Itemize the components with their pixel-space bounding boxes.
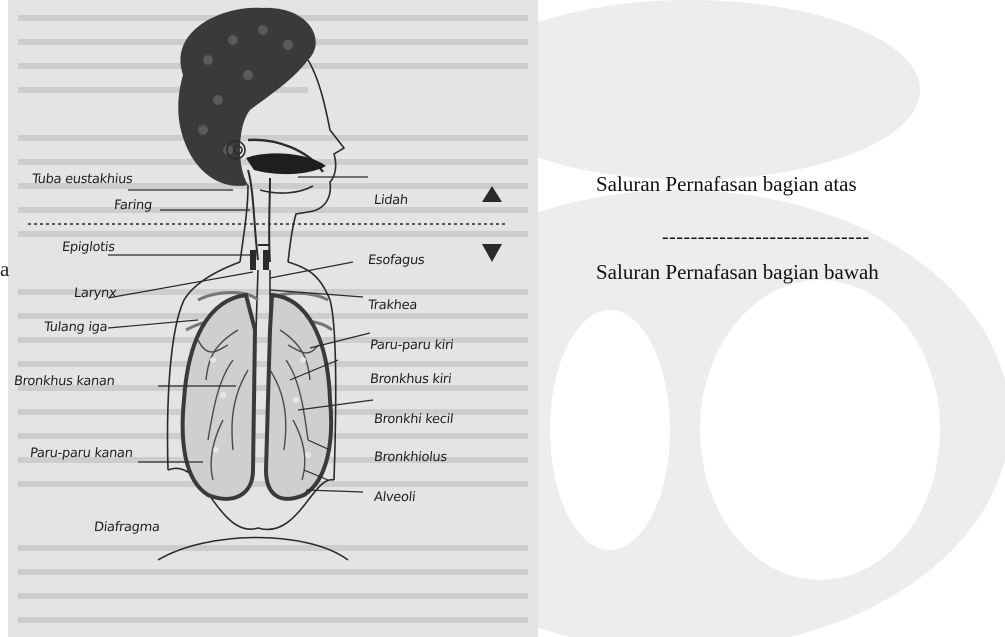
- caption-upper-respiratory: Saluran Pernafasan bagian atas: [596, 172, 857, 197]
- label-bronkhus-kanan: Bronkhus kanan: [13, 374, 115, 389]
- label-tuba-eustakhius: Tuba eustakhius: [31, 172, 133, 187]
- label-bronkhiolus: Bronkhiolus: [373, 450, 447, 465]
- anatomy-drawing: [8, 0, 538, 637]
- respiratory-diagram: Tuba eustakhius Faring Epiglotis Larynx …: [8, 0, 538, 637]
- label-faring: Faring: [113, 198, 152, 213]
- label-diafragma: Diafragma: [93, 520, 160, 535]
- label-esofagus: Esofagus: [367, 253, 425, 268]
- label-bronkhus-kiri: Bronkhus kiri: [369, 372, 452, 387]
- label-paru-paru-kanan: Paru-paru kanan: [29, 446, 133, 461]
- label-alveoli: Alveoli: [373, 490, 416, 505]
- label-tulang-iga: Tulang iga: [43, 320, 108, 335]
- label-larynx: Larynx: [73, 286, 117, 301]
- label-bronkhi-kecil: Bronkhi kecil: [373, 412, 454, 427]
- stray-character: a: [0, 257, 9, 282]
- label-paru-paru-kiri: Paru-paru kiri: [369, 338, 454, 353]
- caption-lower-respiratory: Saluran Pernafasan bagian bawah: [596, 260, 879, 285]
- label-trakhea: Trakhea: [367, 298, 418, 313]
- label-lidah: Lidah: [373, 193, 408, 208]
- label-epiglotis: Epiglotis: [61, 240, 115, 255]
- down-arrow-icon: [482, 244, 502, 262]
- caption-divider: -----------------------------: [662, 226, 870, 249]
